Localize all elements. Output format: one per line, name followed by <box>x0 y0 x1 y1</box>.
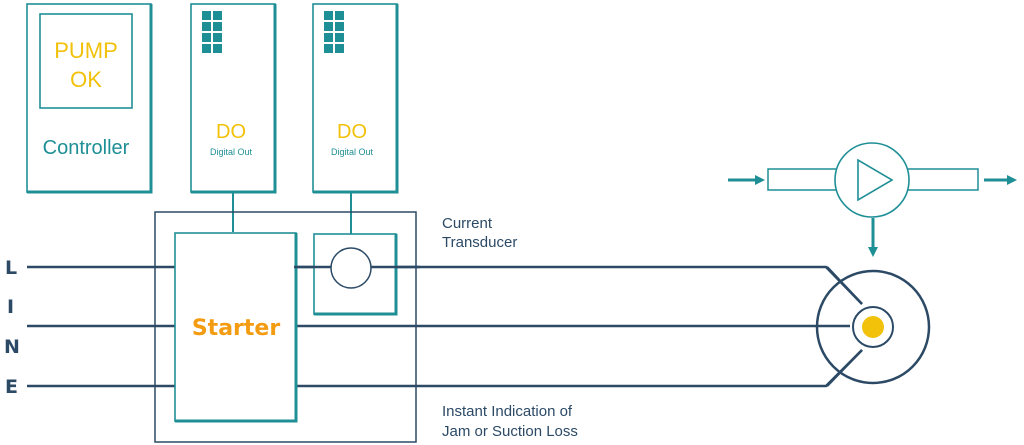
starter-module: Starter <box>174 232 298 423</box>
controller-module: PUMP OK Controller <box>26 3 153 194</box>
digital-out-module-2: DO Digital Out <box>312 3 399 194</box>
digital-out-module-1: DO Digital Out <box>190 3 277 194</box>
line-letter-l: L <box>5 257 17 279</box>
transducer-label-line2: Transducer <box>442 234 517 251</box>
controller-display-line2: OK <box>70 67 102 92</box>
do1-subtitle: Digital Out <box>210 147 253 157</box>
do1-title: DO <box>216 121 246 143</box>
current-transducer <box>294 233 420 316</box>
led-grid-icon <box>202 11 222 53</box>
line-letter-n: N <box>4 336 20 358</box>
motor-body <box>815 269 931 385</box>
line-wires <box>27 265 863 388</box>
led-grid-icon <box>324 11 344 53</box>
outlet-pipe <box>905 168 979 191</box>
controller-label: Controller <box>43 137 130 159</box>
inlet-pipe <box>767 168 839 191</box>
pump-triangle-icon <box>857 158 894 202</box>
motor-indicator-light <box>862 316 884 338</box>
do2-title: DO <box>337 121 367 143</box>
starter-label: Starter <box>192 316 280 341</box>
controller-display <box>39 13 133 109</box>
controller-display-line1: PUMP <box>54 38 118 63</box>
transducer-coil-icon <box>330 247 372 289</box>
do2-subtitle: Digital Out <box>331 147 374 157</box>
line-letter-e: E <box>5 376 18 398</box>
transducer-label-line1: Current <box>442 215 493 232</box>
pump-body <box>834 142 910 218</box>
pump-assembly <box>728 142 1017 257</box>
indication-label-line1: Instant Indication of <box>442 403 573 420</box>
indication-label-line2: Jam or Suction Loss <box>442 423 578 440</box>
line-letter-i: I <box>7 296 14 318</box>
motor <box>815 266 931 387</box>
